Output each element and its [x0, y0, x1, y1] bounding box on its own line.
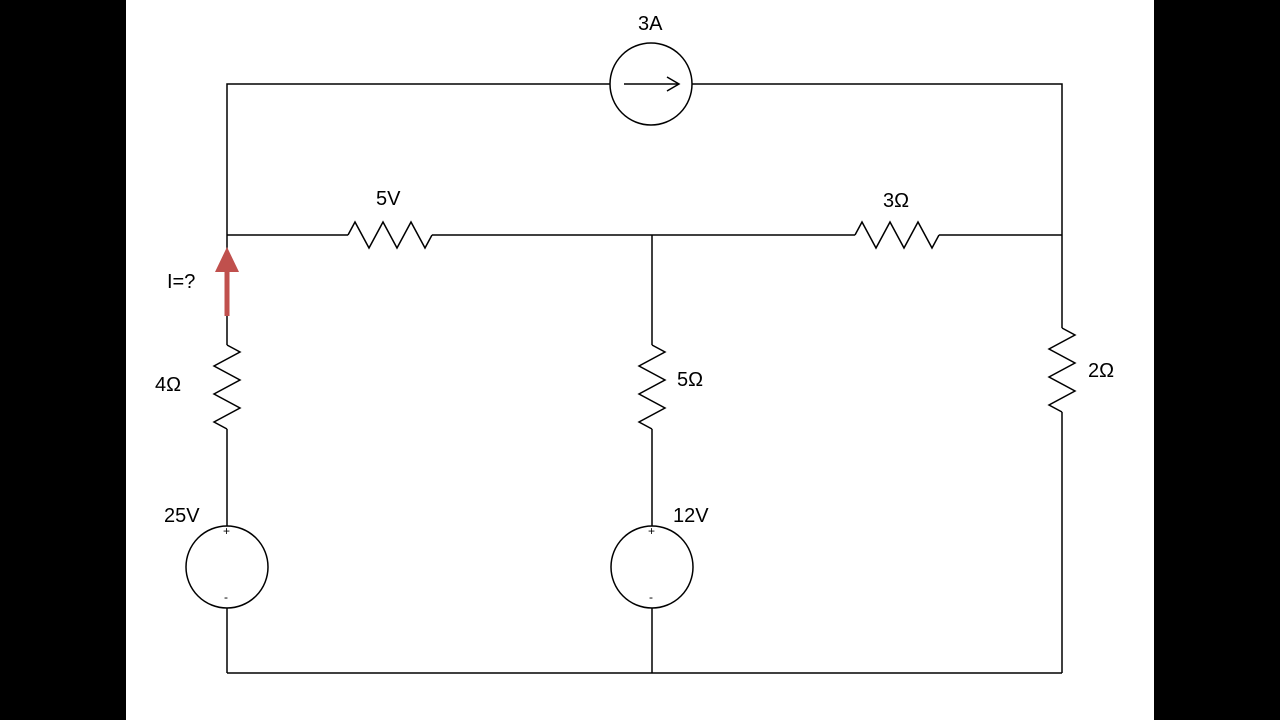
- arrow-right-icon: [624, 76, 681, 92]
- middle-source-plus: +: [648, 524, 656, 538]
- resistor-right: [1047, 327, 1077, 413]
- resistor-top-right: [854, 220, 940, 250]
- right-resistor-label: 2Ω: [1088, 360, 1115, 382]
- resistor-middle: [637, 344, 667, 430]
- middle-resistor-label: 5Ω: [677, 369, 704, 391]
- left-source-minus: -: [224, 590, 228, 604]
- top-right-resistor-label: 3Ω: [883, 190, 910, 212]
- middle-voltage-source-label: 12V: [673, 505, 709, 527]
- wire-top-right: [692, 83, 1063, 235]
- left-voltage-source-label: 25V: [164, 505, 200, 527]
- arrow-up-icon: [215, 247, 239, 316]
- resistor-top-left: [347, 220, 433, 250]
- middle-source-minus: -: [649, 590, 653, 604]
- resistor-left: [212, 344, 242, 430]
- left-source-plus: +: [223, 524, 231, 538]
- current-source: [609, 42, 693, 126]
- top-left-resistor-label: 5V: [376, 188, 401, 210]
- current-source-label: 3A: [638, 13, 663, 35]
- circuit-canvas: [126, 0, 1154, 720]
- left-resistor-label: 4Ω: [155, 374, 182, 396]
- unknown-current-label: I=?: [167, 271, 196, 293]
- wire-top-left: [226, 83, 610, 235]
